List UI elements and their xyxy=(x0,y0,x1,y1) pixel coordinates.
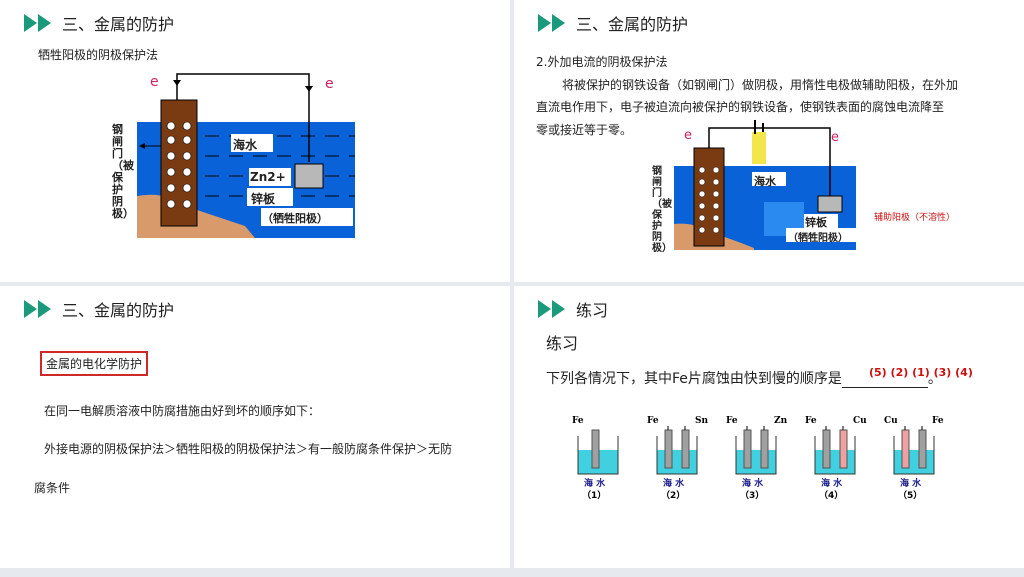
electrode-label-left: Cu xyxy=(884,416,898,426)
electrode-label-left: Fe xyxy=(572,416,584,426)
seawater-label: 海水 xyxy=(233,138,258,152)
double-chevron-icon xyxy=(24,300,52,318)
slide-title: 三、金属的防护 xyxy=(576,15,689,34)
beaker-5: Cu Fe 海 水 （5） xyxy=(884,416,948,506)
slide-header: 三、金属的防护 xyxy=(538,12,688,34)
beaker-icon xyxy=(814,423,856,475)
answer-text: (5) (2) (1) (3) (4) xyxy=(869,366,973,379)
question-prefix: 下列各情况下，其中Fe片腐蚀由快到慢的顺序是 xyxy=(546,371,842,387)
aux-anode-label: 辅助阳极（不溶性） xyxy=(874,213,956,223)
seawater-label: 海 水 xyxy=(900,479,922,489)
seawater-label: 海 水 xyxy=(584,479,606,489)
electrode-label-right: Cu xyxy=(853,416,867,426)
slide-header: 三、金属的防护 xyxy=(24,12,174,34)
seawater-label: 海 水 xyxy=(742,479,764,489)
seawater-label: 海 水 xyxy=(663,479,685,489)
beaker-icon xyxy=(735,423,777,475)
electron-label: e xyxy=(150,74,159,90)
electrode xyxy=(664,429,673,469)
electrode-label-left: Fe xyxy=(805,416,817,426)
gate-label: 钢闸门（被保护阴极） xyxy=(652,166,672,254)
gate-label: 钢闸门（被保护阴极） xyxy=(112,123,134,220)
wire xyxy=(667,423,686,430)
double-chevron-icon xyxy=(538,14,566,32)
exercise-heading: 练习 xyxy=(546,334,579,353)
order-intro: 在同一电解质溶液中防腐措施由好到坏的顺序如下： xyxy=(44,404,321,418)
electrode-label-right: Zn xyxy=(774,416,788,426)
question-suffix: 。 xyxy=(927,371,942,387)
electrode xyxy=(591,429,600,469)
slide-subtitle: 牺牲阳极的阴极保护法 xyxy=(38,48,159,62)
slide-title: 三、金属的防护 xyxy=(62,15,175,34)
slide-1[interactable]: 三、金属的防护 牺牲阳极的阴极保护法 xyxy=(0,0,510,282)
electrode xyxy=(918,429,927,469)
answer-blank xyxy=(841,373,928,388)
order-text-cont: 腐条件 xyxy=(34,481,71,495)
beaker-row: Fe 海 水 （1） Fe Sn 海 水 （2） Fe Zn 海 水 （3） Fe Cu 海 水 （4） Cu… xyxy=(572,416,972,506)
slide-header: 三、金属的防护 xyxy=(24,298,174,320)
beaker-number: （3） xyxy=(740,491,765,501)
paragraph-line: 直流电作用下，电子被迫流向被保护的钢铁设备，使钢铁表面的腐蚀电流降至 xyxy=(536,100,945,114)
electron-label: e xyxy=(684,128,692,143)
slide-title: 练习 xyxy=(576,301,609,320)
beaker-number: （2） xyxy=(661,491,686,501)
sacrificial-anode-label: （牺牲阳极） xyxy=(262,212,328,225)
electrode xyxy=(760,429,769,469)
beaker-3: Fe Zn 海 水 （3） xyxy=(726,416,790,506)
beaker-4: Fe Cu 海 水 （4） xyxy=(805,416,869,506)
electrode xyxy=(839,429,848,469)
sacrificial-anode-label: （牺牲阳极） xyxy=(788,233,848,244)
slide-title: 三、金属的防护 xyxy=(62,301,175,320)
beaker-icon xyxy=(656,423,698,475)
wire xyxy=(176,73,310,162)
boxed-heading: 金属的电化学防护 xyxy=(40,351,149,376)
steel-gate xyxy=(160,99,198,227)
wire xyxy=(825,423,844,430)
electrode xyxy=(681,429,690,469)
beaker-1: Fe 海 水 （1） xyxy=(572,416,632,506)
steel-gate xyxy=(693,147,725,247)
beaker-number: （4） xyxy=(819,491,844,501)
minus-charges xyxy=(698,166,720,234)
electrode-label-right: Sn xyxy=(695,416,709,426)
slide-3[interactable]: 三、金属的防护 金属的电化学防护 在同一电解质溶液中防腐措施由好到坏的顺序如下：… xyxy=(0,286,510,568)
zinc-plate xyxy=(294,163,324,189)
slide-subtitle: 2.外加电流的阴极保护法 xyxy=(536,55,668,69)
question-text: 下列各情况下，其中Fe片腐蚀由快到慢的顺序是 。 xyxy=(546,368,942,388)
beaker-icon xyxy=(893,423,935,475)
slide-header: 练习 xyxy=(538,298,608,320)
slide-4[interactable]: 练习 练习 下列各情况下，其中Fe片腐蚀由快到慢的顺序是 。 (5) (2) (1… xyxy=(514,286,1024,568)
order-text: 外接电源的阴极保护法＞牺牲阳极的阴极保护法＞有一般防腐条件保护＞无防 xyxy=(44,442,453,456)
seawater-label: 海水 xyxy=(754,175,776,188)
minus-charges xyxy=(166,121,192,209)
wire xyxy=(708,127,831,196)
zinc-ion-label: Zn2+ xyxy=(250,170,286,184)
beaker-icon xyxy=(577,429,619,475)
zinc-plate-label: 锌板 xyxy=(251,192,276,206)
seawater-label: 海 水 xyxy=(821,479,843,489)
paragraph-line: 零或接近等于零。 xyxy=(536,123,633,137)
electrode xyxy=(822,429,831,469)
zinc-plate-label: 锌板 xyxy=(805,216,827,229)
electrode-label-left: Fe xyxy=(726,416,738,426)
wire xyxy=(904,423,923,430)
zinc-plate xyxy=(817,195,843,213)
electrode xyxy=(901,429,910,469)
slide-2[interactable]: 三、金属的防护 2.外加电流的阴极保护法 将被保护的钢铁设备（如钢闸门）做阴极，… xyxy=(514,0,1024,282)
electrode-label-right: Fe xyxy=(932,416,944,426)
impressed-current-diagram xyxy=(674,120,856,250)
double-chevron-icon xyxy=(538,300,566,318)
paragraph-line: 将被保护的钢铁设备（如钢闸门）做阴极，用惰性电极做辅助阳极，在外加 xyxy=(562,78,959,92)
battery-glow xyxy=(752,132,766,164)
beaker-number: （1） xyxy=(582,491,607,501)
electron-label: e xyxy=(831,130,839,145)
electrode xyxy=(743,429,752,469)
wire xyxy=(746,423,765,430)
sacrificial-anode-diagram xyxy=(137,73,355,238)
double-chevron-icon xyxy=(24,14,52,32)
beaker-number: （5） xyxy=(898,491,923,501)
electrode-label-left: Fe xyxy=(647,416,659,426)
electron-label: e xyxy=(325,76,334,92)
beaker-2: Fe Sn 海 水 （2） xyxy=(647,416,711,506)
